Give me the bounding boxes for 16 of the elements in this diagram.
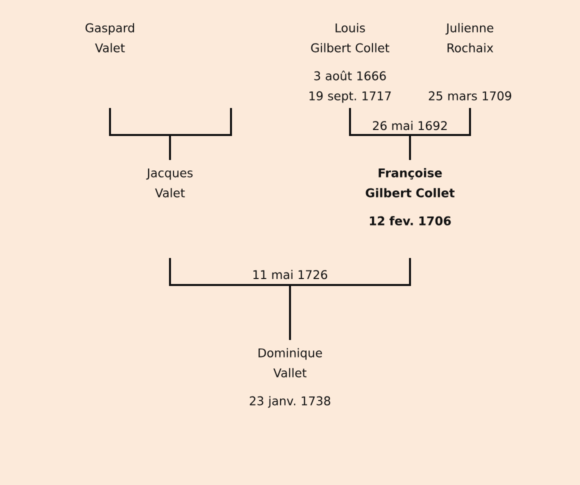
person-name: Julienne Rochaix bbox=[445, 23, 494, 52]
person-name: Gaspard Valet bbox=[86, 23, 134, 52]
edge-label: 11 mai 1726 bbox=[251, 268, 329, 280]
connector-line bbox=[289, 258, 411, 340]
person-name: Dominique Vallet bbox=[258, 348, 322, 378]
date-text: 12 fev. 1706 bbox=[370, 216, 451, 226]
person-name: Françoise Gilbert Collet bbox=[366, 168, 455, 198]
person-name: Louis Gilbert Collet bbox=[311, 23, 390, 52]
date-text: 3 août 1666 bbox=[314, 70, 386, 80]
date-text: 19 sept. 1717 bbox=[310, 91, 391, 103]
date-text: 23 janv. 1738 bbox=[250, 396, 330, 408]
date-text: 25 mars 1709 bbox=[428, 91, 512, 100]
person-name: Jacques Valet bbox=[146, 168, 193, 198]
edge-label: 26 mai 1692 bbox=[371, 120, 449, 132]
connector-line bbox=[409, 108, 471, 160]
connector-line bbox=[169, 108, 232, 160]
